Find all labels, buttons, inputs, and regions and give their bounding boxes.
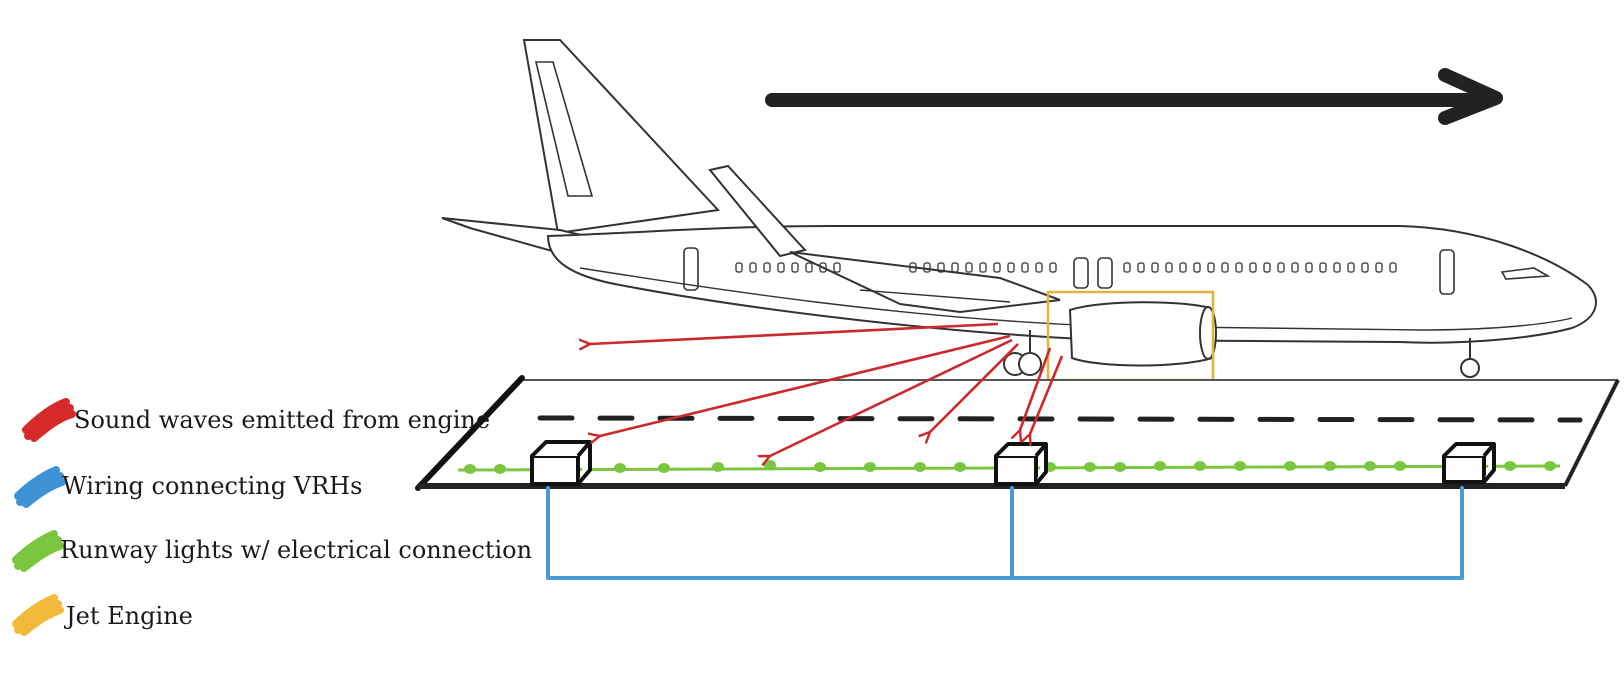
sound-wave-arrow xyxy=(600,334,1011,436)
legend-label-jet-engine: Jet Engine xyxy=(63,602,193,630)
legend-item-wiring: Wiring connecting VRHs xyxy=(14,466,362,508)
vrh-box-icon xyxy=(530,440,592,486)
sound-wave-arrows xyxy=(590,322,1064,456)
sound-wave-arrow xyxy=(1030,355,1064,434)
legend: Sound waves emitted from engine Wiring c… xyxy=(12,398,532,636)
sound-wave-arrow xyxy=(930,343,1019,432)
airplane-side-view-icon xyxy=(441,39,1597,378)
yellow-swatch-icon xyxy=(12,594,64,636)
legend-item-sound-waves: Sound waves emitted from engine xyxy=(22,398,490,442)
legend-label-runway-lights: Runway lights w/ electrical connection xyxy=(60,536,532,564)
sound-wave-arrow xyxy=(1020,347,1052,430)
legend-label-wiring: Wiring connecting VRHs xyxy=(62,472,362,500)
legend-label-sound-waves: Sound waves emitted from engine xyxy=(74,406,490,434)
blue-swatch-icon xyxy=(14,466,66,508)
legend-item-runway-lights: Runway lights w/ electrical connection xyxy=(12,530,532,572)
vrh-box-icon xyxy=(1442,442,1496,484)
vrh-wiring xyxy=(546,486,1464,580)
direction-arrow-icon xyxy=(765,68,1503,125)
legend-item-jet-engine: Jet Engine xyxy=(12,594,193,636)
green-swatch-icon xyxy=(12,530,64,572)
red-swatch-icon xyxy=(22,398,76,442)
sound-wave-arrow xyxy=(590,322,999,344)
sound-wave-arrow xyxy=(770,338,1013,456)
vrh-box-icon xyxy=(994,442,1048,486)
runway-centerline xyxy=(537,415,1583,423)
